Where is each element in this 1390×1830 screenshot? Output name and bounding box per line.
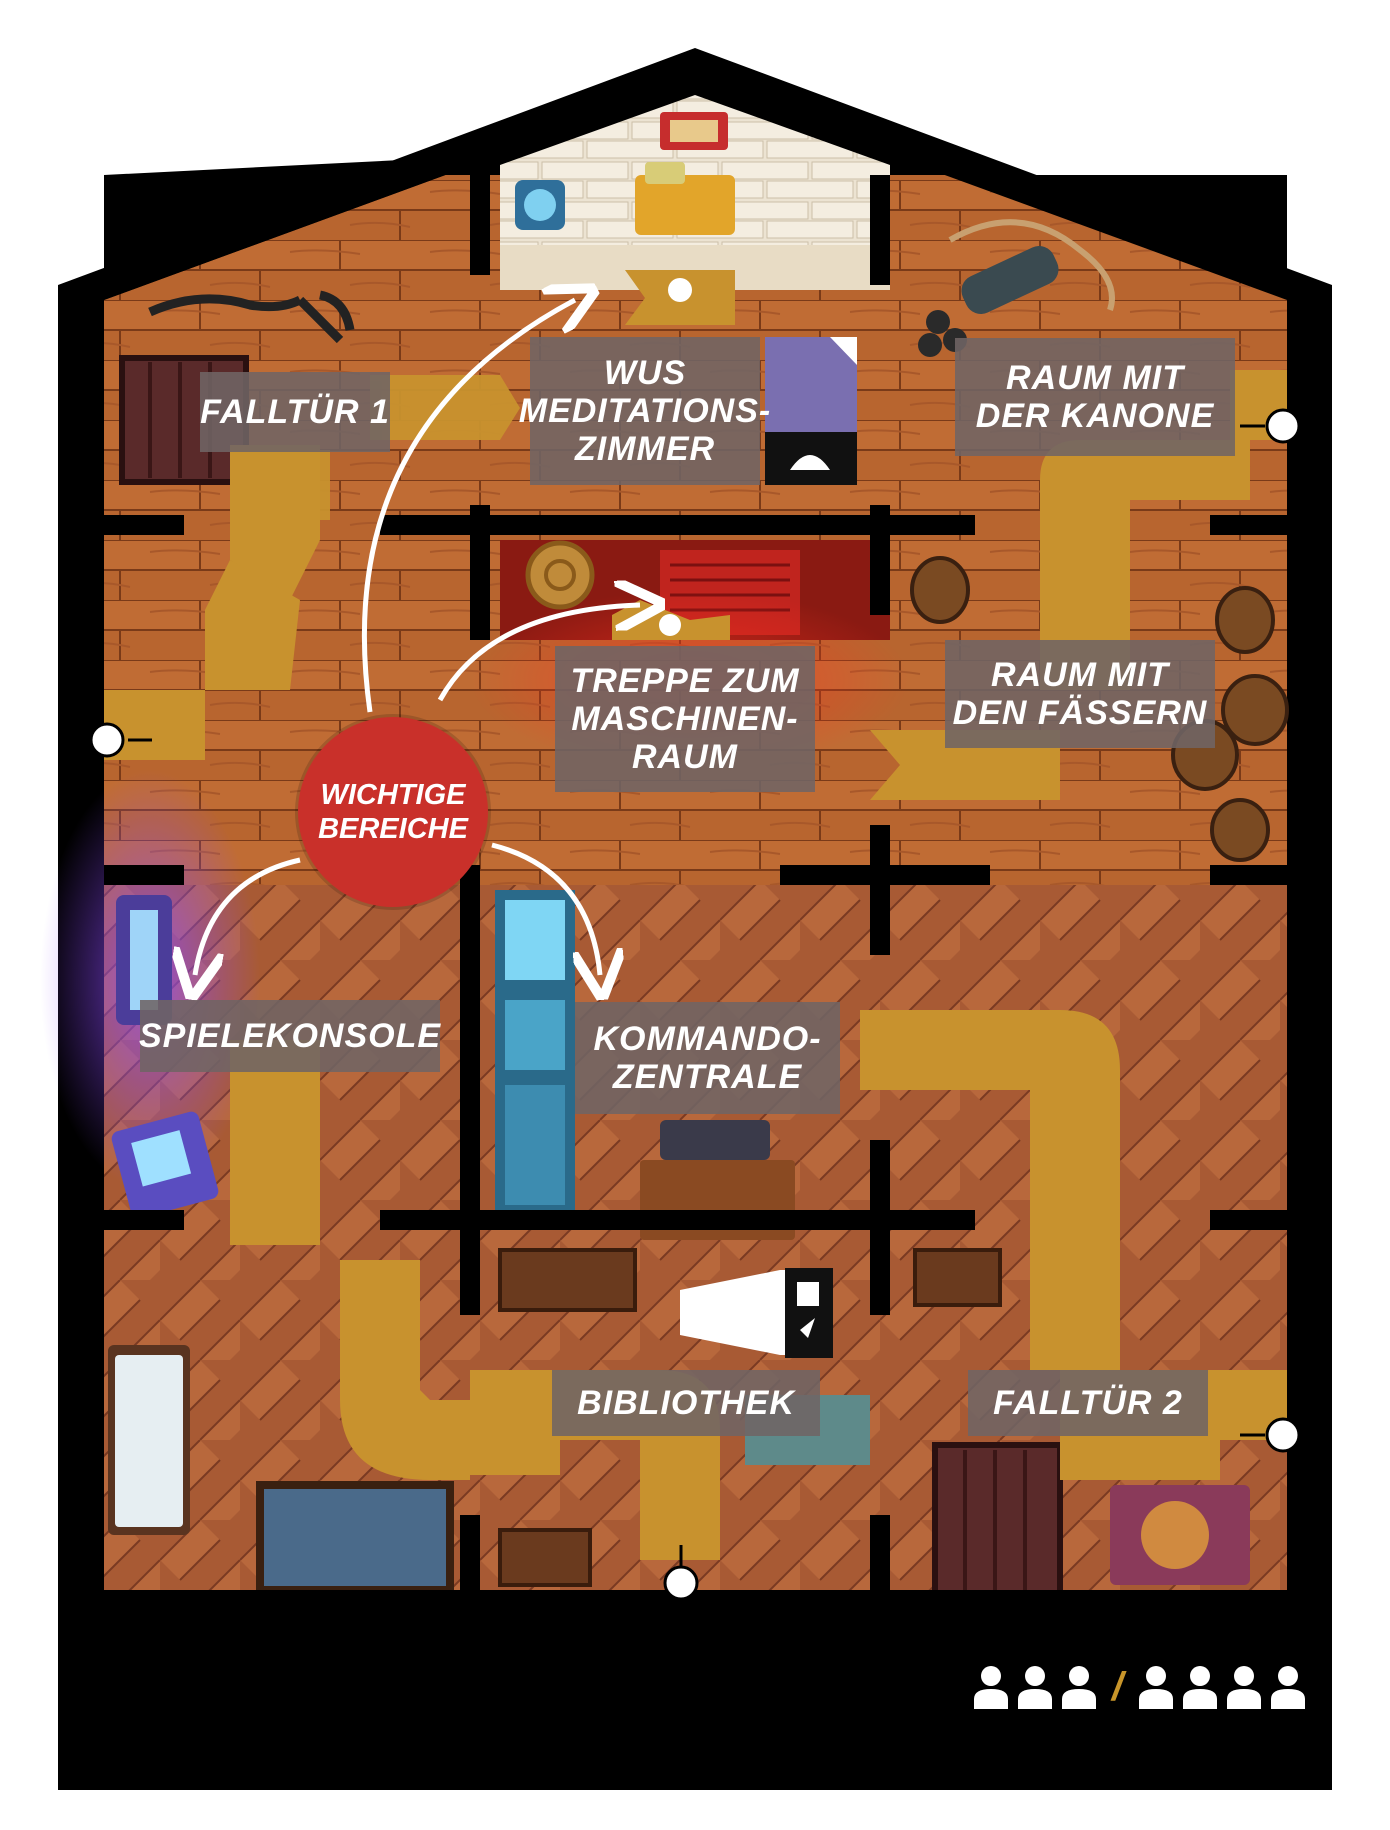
room-label-meditation: WUS MEDITATIONS- ZIMMER: [519, 337, 770, 485]
room-label-text: RAUM MIT: [991, 656, 1169, 694]
room-label-bibliothek: BIBLIOTHEK: [552, 1370, 820, 1436]
interior-walls: [58, 175, 1332, 1790]
player-count: /: [972, 1665, 1307, 1709]
player-separator: /: [1112, 1664, 1124, 1709]
room-label-text: ZENTRALE: [612, 1058, 803, 1096]
room-label-text: FALLTÜR 1: [200, 393, 390, 431]
room-label-text: MASCHINEN-: [571, 700, 799, 738]
hub-text: WICHTIGE: [320, 779, 466, 811]
corridor-paths: [104, 370, 1287, 1560]
room-label-kanone: RAUM MIT DER KANONE: [955, 338, 1235, 456]
anchor: [148, 290, 355, 344]
room-label-falltuer-1: FALLTÜR 1: [200, 372, 390, 452]
skull-flag-top: [625, 270, 735, 325]
barrels: [910, 556, 1289, 862]
room-label-falltuer-2: FALLTÜR 2: [968, 1370, 1208, 1436]
player-group-small: [972, 1665, 1098, 1709]
room-label-text: RAUM: [632, 738, 738, 776]
room-label-text: RAUM MIT: [1006, 359, 1184, 397]
room-label-text: KOMMANDO-: [593, 1020, 822, 1058]
player-icon: [1227, 1666, 1262, 1709]
player-icon: [974, 1666, 1008, 1709]
exit-right-bottom: [1240, 1417, 1301, 1453]
room-label-text: SPIELEKONSOLE: [138, 1017, 442, 1055]
trapdoor-2-door: [932, 1442, 1063, 1598]
player-group-large: [1137, 1665, 1307, 1709]
room-label-text: ZIMMER: [574, 430, 716, 468]
cannon: [918, 219, 1115, 357]
exit-left: [89, 722, 152, 758]
room-label-faesser: RAUM MIT DEN FÄSSERN: [945, 640, 1215, 748]
room-label-text: DEN FÄSSERN: [952, 694, 1208, 732]
hub-arrows: [195, 300, 640, 975]
player-icon: [1062, 1666, 1096, 1709]
player-icon: [1139, 1666, 1174, 1709]
room-label-text: FALLTÜR 2: [993, 1384, 1183, 1422]
hub-text: BEREICHE: [318, 813, 468, 845]
room-label-spielekonsole: SPIELEKONSOLE: [138, 1000, 442, 1072]
room-label-text: MEDITATIONS-: [518, 392, 772, 430]
exit-bottom: [663, 1545, 699, 1601]
player-icon: [1183, 1666, 1218, 1709]
player-icon: [1018, 1666, 1052, 1709]
room-label-treppe: TREPPE ZUM MASCHINEN- RAUM: [555, 646, 815, 792]
room-label-kommando: KOMMANDO- ZENTRALE: [575, 1002, 840, 1114]
exit-right-top: [1240, 408, 1301, 444]
important-areas-hub: WICHTIGE BEREICHE: [298, 717, 488, 907]
player-icon: [1271, 1666, 1306, 1709]
room-label-text: TREPPE ZUM: [570, 662, 800, 700]
room-label-text: BIBLIOTHEK: [577, 1384, 795, 1422]
room-label-text: WUS: [603, 354, 687, 392]
room-label-text: DER KANONE: [975, 397, 1215, 435]
